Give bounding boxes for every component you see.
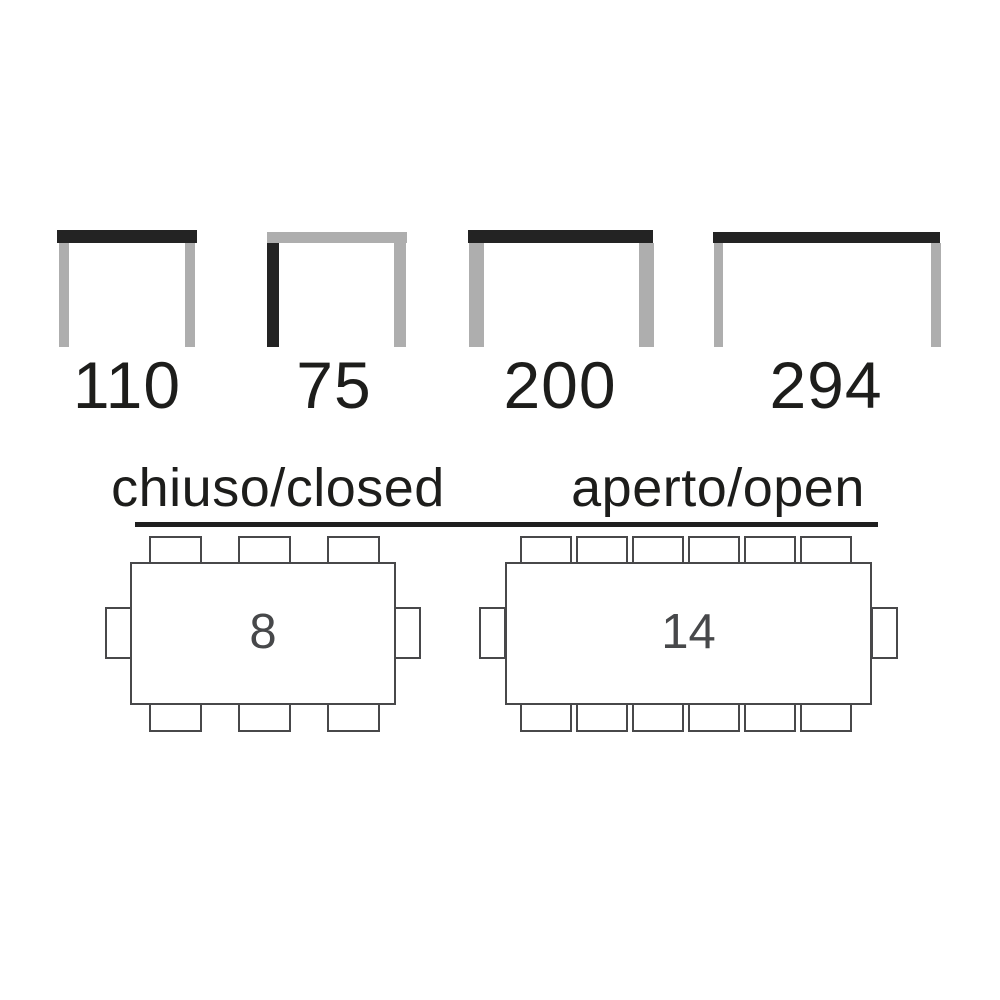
chair xyxy=(576,702,628,732)
chair xyxy=(327,536,380,566)
chair xyxy=(238,536,291,566)
divider-line xyxy=(135,522,878,527)
chair xyxy=(632,536,684,566)
chair xyxy=(327,702,380,732)
dimension-label: 200 xyxy=(503,348,617,422)
tabletop-bar xyxy=(57,230,197,243)
tabletop-bar xyxy=(468,230,653,243)
table-leg-left-highlighted xyxy=(267,243,279,347)
chair-row-bottom xyxy=(149,702,380,732)
table-leg-right xyxy=(931,243,941,347)
seat-count: 14 xyxy=(661,605,716,659)
seat-count: 8 xyxy=(249,605,277,659)
chair xyxy=(744,536,796,566)
table-leg-right xyxy=(639,243,654,347)
chair-row-top xyxy=(149,536,380,566)
dimension-label: 294 xyxy=(769,348,883,422)
chair xyxy=(632,702,684,732)
chair-left xyxy=(105,607,132,659)
plan-view-closed: 8 xyxy=(105,536,425,736)
chair xyxy=(520,702,572,732)
chair xyxy=(744,702,796,732)
table-leg-right xyxy=(185,243,195,347)
dimension-label: 75 xyxy=(296,348,372,422)
chair xyxy=(688,702,740,732)
table-leg-left xyxy=(714,243,723,347)
chair-left xyxy=(479,607,506,659)
chair-right xyxy=(871,607,898,659)
plan-view-open: 14 xyxy=(479,536,901,736)
table-leg-right xyxy=(394,243,406,347)
chair xyxy=(149,702,202,732)
dimension-label: 110 xyxy=(72,348,182,422)
tabletop-bar xyxy=(267,232,407,243)
chair xyxy=(238,702,291,732)
label-open: aperto/open xyxy=(571,458,865,518)
chair-row-bottom xyxy=(520,702,852,732)
table-leg-left xyxy=(469,243,484,347)
label-closed: chiuso/closed xyxy=(111,458,445,518)
chair-right xyxy=(394,607,421,659)
tabletop-plan-closed: 8 xyxy=(130,562,396,705)
chair xyxy=(800,702,852,732)
tabletop-bar xyxy=(713,232,940,243)
table-leg-left xyxy=(59,243,69,347)
tabletop-plan-open: 14 xyxy=(505,562,872,705)
